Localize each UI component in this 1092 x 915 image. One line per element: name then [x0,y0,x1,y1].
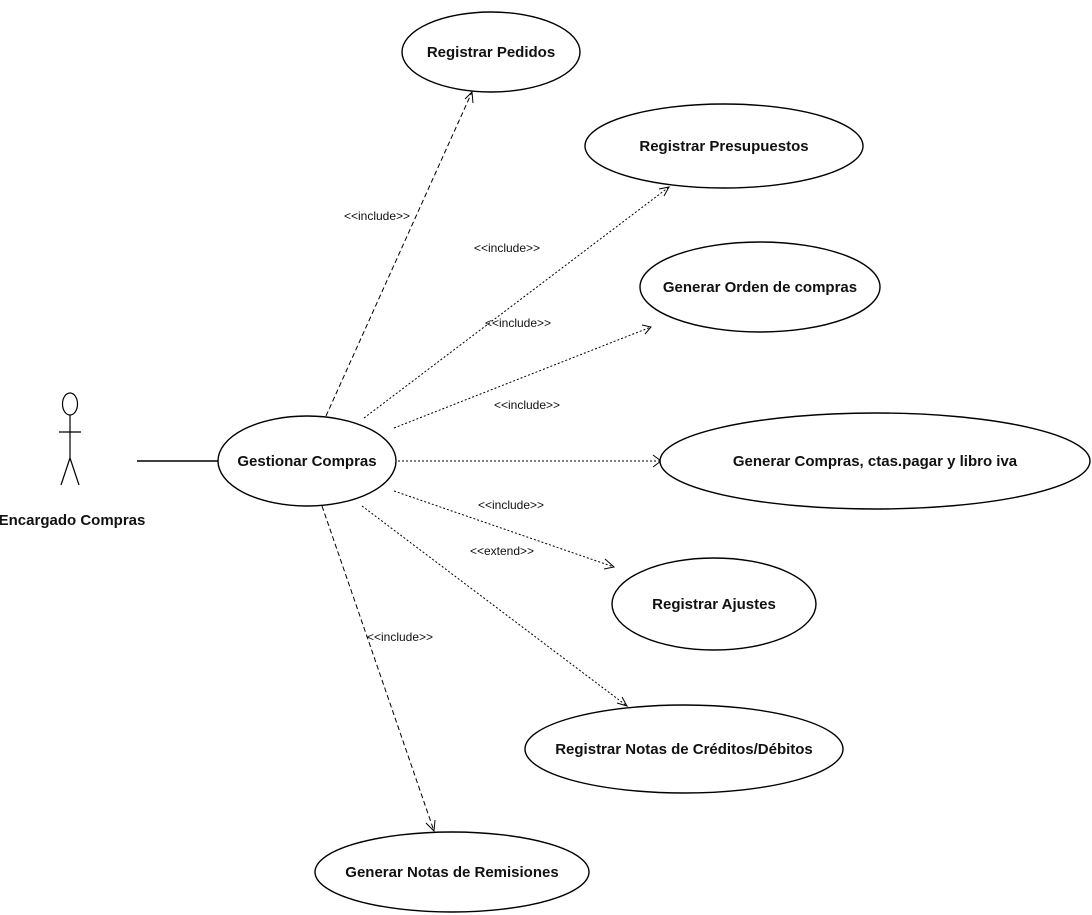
arrowhead-notas [616,696,629,707]
actor-head [61,392,79,416]
use-case-registrar-ajustes [611,557,817,651]
stereotype-label-ajustes: <<include>> [478,498,544,512]
use-case-generar-remisiones [314,831,590,913]
arrowhead-presupuestos [658,186,670,197]
use-case-registrar-presupuestos [584,103,864,189]
stereotype-label-presupuestos: <<include>> [474,241,540,255]
stereotype-label-remisiones: <<include>> [367,630,433,644]
use-case-generar-orden [639,241,881,333]
use-case-generar-compras [659,412,1091,510]
actor-name: Encargado Compras [0,512,145,529]
use-case-label-generar-compras: Generar Compras, ctas.pagar y libro iva [733,453,1018,470]
use-case-label-registrar-ajustes: Registrar Ajustes [652,596,776,613]
arrowhead-orden [641,324,652,335]
use-case-registrar-notas [524,704,844,794]
include-line-ajustes [393,490,615,568]
include-line-pedidos [325,91,473,417]
stereotype-label-orden: <<include>> [485,316,551,330]
arrowhead-remisiones [425,819,436,833]
use-case-gestionar-compras [217,415,397,507]
stereotype-label-pedidos: <<include>> [344,209,410,223]
use-case-registrar-pedidos [401,11,581,93]
extend-line-notas [361,505,628,707]
use-case-label-gestionar-compras: Gestionar Compras [237,453,376,470]
include-line-orden [393,326,652,429]
use-case-label-registrar-notas: Registrar Notas de Créditos/Débitos [555,741,813,758]
include-line-remisiones [321,505,435,832]
actor-right-leg [69,457,80,486]
stereotype-label-notas: <<extend>> [470,544,534,558]
arrowhead-pedidos [464,90,474,104]
actor-left-leg [60,457,71,486]
stereotype-label-compras: <<include>> [494,398,560,412]
actor-figure [59,392,81,486]
use-case-label-registrar-presupuestos: Registrar Presupuestos [639,138,808,155]
use-case-label-generar-remisiones: Generar Notas de Remisiones [345,864,558,881]
use-case-label-generar-orden: Generar Orden de compras [663,279,857,296]
arrowhead-ajustes [603,558,616,570]
use-case-label-registrar-pedidos: Registrar Pedidos [427,44,555,61]
